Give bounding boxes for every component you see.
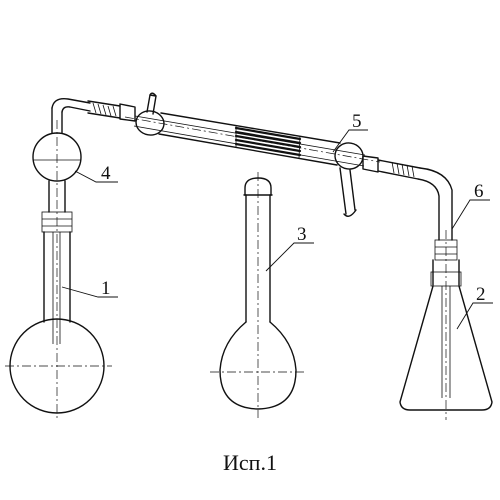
splash-trap-4	[32, 98, 91, 213]
label-flask-1: 1	[101, 278, 111, 299]
round-bottom-flask-1	[5, 200, 112, 420]
figure-caption: Исп.1	[223, 450, 277, 475]
label-flask-2: 2	[476, 284, 486, 305]
volumetric-flask-3	[210, 172, 306, 418]
label-flask-3: 3	[297, 224, 307, 245]
right-connector-joint	[362, 155, 453, 241]
left-connector-joint	[87, 100, 136, 122]
label-adapter-6: 6	[474, 181, 484, 202]
label-condenser-5: 5	[352, 111, 362, 132]
leader-lines	[61, 129, 493, 330]
liebig-condenser-5	[124, 92, 381, 217]
conical-flask-2	[399, 230, 493, 420]
label-trap-4: 4	[101, 163, 111, 184]
